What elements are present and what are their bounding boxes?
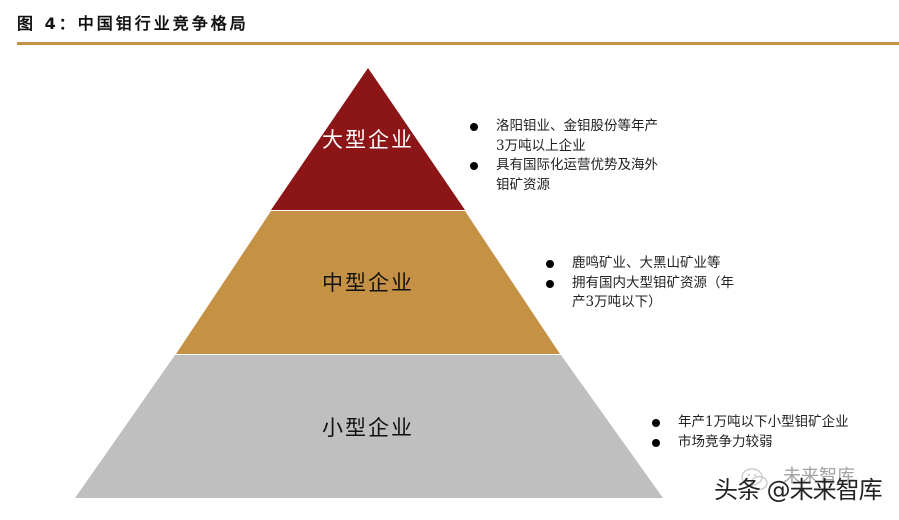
tier-small-notes: 年产1万吨以下小型钼矿企业 市场竞争力较弱 xyxy=(652,413,849,452)
figure-title: 图 4：中国钼行业竞争格局 xyxy=(17,14,249,33)
tier-medium-label: 中型企业 xyxy=(322,271,414,295)
tier-medium-notes: 鹿鸣矿业、大黑山矿业等 拥有国内大型钼矿资源（年 产3万吨以下） xyxy=(546,254,734,313)
bullet-icon xyxy=(652,419,660,427)
watermark-text: 头条 @未来智库 xyxy=(714,476,883,504)
note-item: 洛阳钼业、金钼股份等年产 3万吨以上企业 xyxy=(470,117,658,156)
note-item: 具有国际化运营优势及海外 钼矿资源 xyxy=(470,156,658,195)
bullet-icon xyxy=(470,123,478,131)
watermark-ghost-text: 未来智库 xyxy=(783,466,855,487)
tier-small-shape xyxy=(75,355,663,498)
wechat-logo-icon xyxy=(741,468,768,491)
tier-large-label: 大型企业 xyxy=(322,128,414,152)
tier-large-shape xyxy=(271,68,465,210)
note-item: 拥有国内大型钼矿资源（年 产3万吨以下） xyxy=(546,274,734,313)
bullet-icon xyxy=(470,162,478,170)
note-item: 市场竞争力较弱 xyxy=(652,433,849,453)
tier-medium-shape xyxy=(176,211,560,354)
tier-large-notes: 洛阳钼业、金钼股份等年产 3万吨以上企业 具有国际化运营优势及海外 钼矿资源 xyxy=(470,117,658,195)
title-divider xyxy=(17,42,899,45)
note-item: 鹿鸣矿业、大黑山矿业等 xyxy=(546,254,734,274)
bullet-icon xyxy=(652,438,660,447)
bullet-icon xyxy=(546,260,554,268)
bullet-icon xyxy=(546,279,554,288)
tier-small-label: 小型企业 xyxy=(322,416,414,440)
note-item: 年产1万吨以下小型钼矿企业 xyxy=(652,413,849,433)
